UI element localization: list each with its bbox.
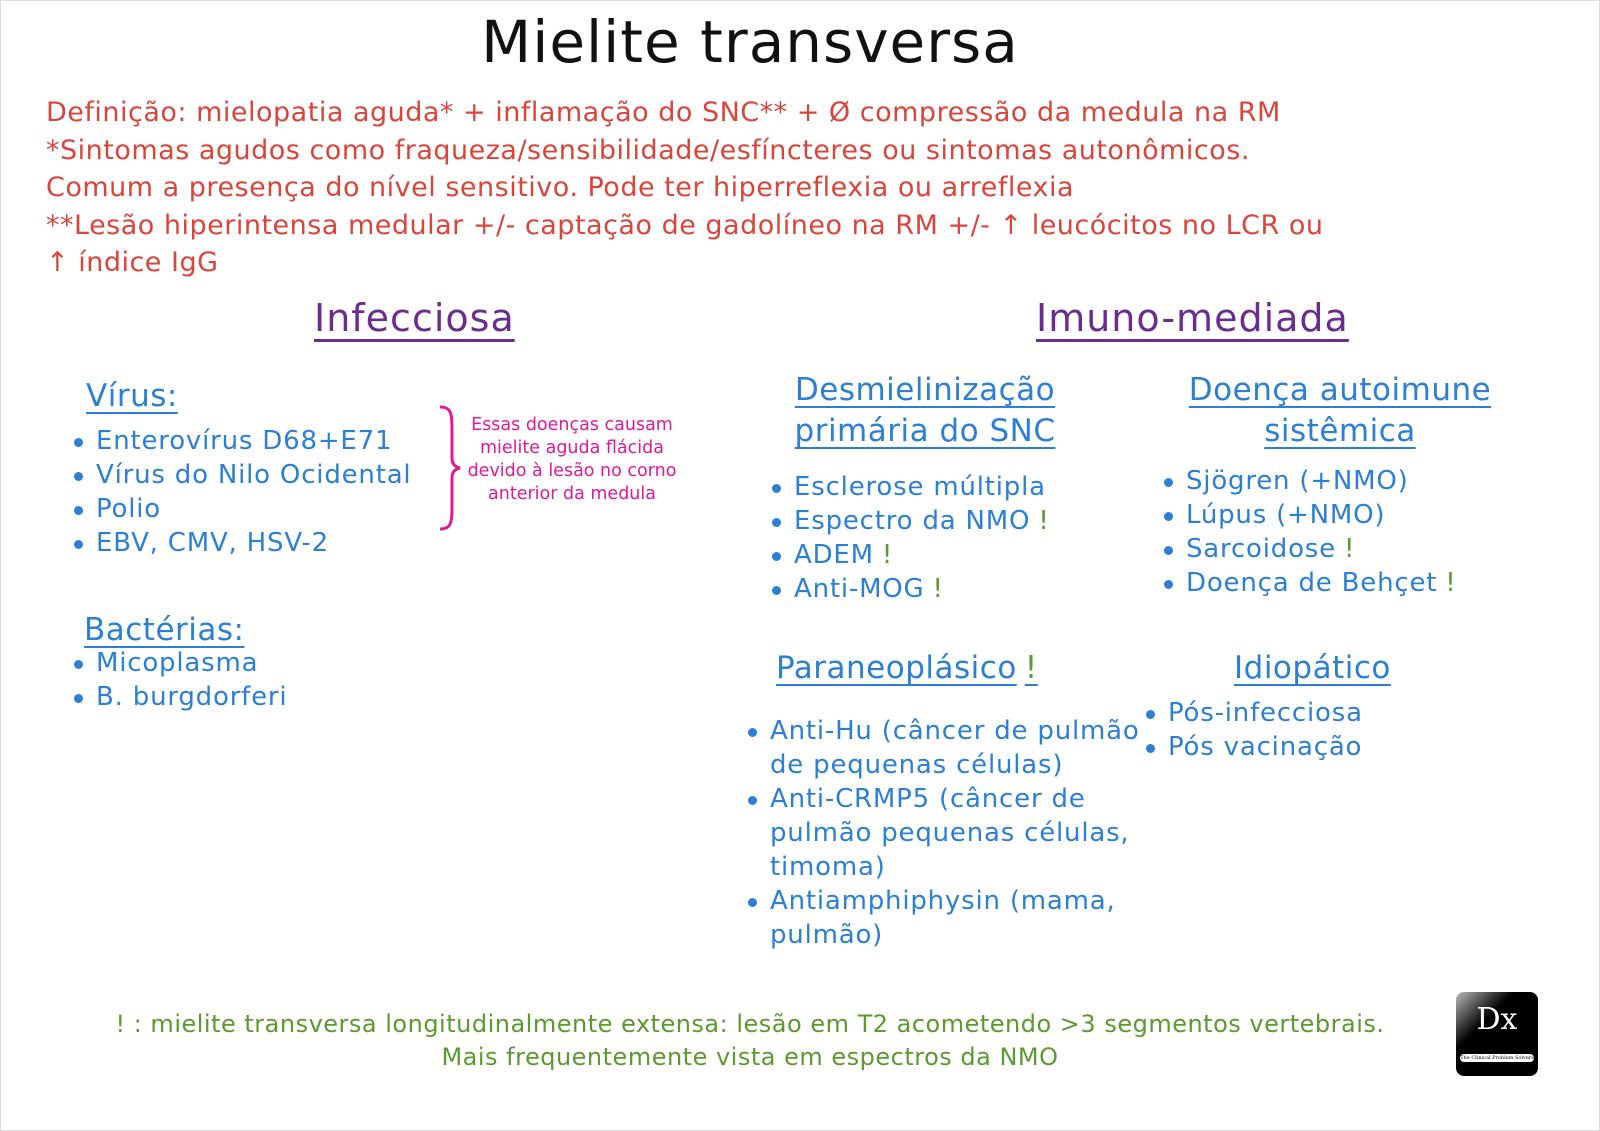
dx-logo: Dx The Clinical Problem Solvers [1456,992,1538,1076]
list-item: B. burgdorferi [72,680,287,714]
bacterias-list: Micoplasma B. burgdorferi [72,646,287,714]
item-text: Anti-MOG [794,574,925,604]
virus-heading: Vírus: [86,378,178,414]
page-title: Mielite transversa [481,8,1019,76]
item-text: Espectro da NMO [794,506,1031,536]
list-item: Vírus do Nilo Ocidental [72,458,411,492]
idiopatico-list: Pós-infecciosa Pós vacinação [1144,696,1363,764]
desmielinizacao-list: Esclerose múltipla Espectro da NMO! ADEM… [770,470,1054,606]
logo-tagline: The Clinical Problem Solvers [1460,1054,1534,1062]
idiopatico-heading: Idiopático [1234,650,1391,686]
list-item: Espectro da NMO! [770,504,1054,538]
item-text: ADEM [794,540,874,570]
logo-text: Dx [1476,1002,1518,1037]
heading-text: Paraneoplásico [776,650,1017,686]
flaccid-myelitis-note: Essas doenças causam mielite aguda fláci… [467,415,677,504]
list-item: Polio [72,492,411,526]
imuno-heading: Imuno-mediada [1036,296,1349,340]
list-item: Doença de Behçet! [1162,566,1457,600]
list-item: Pós vacinação [1144,730,1363,764]
paraneoplasico-heading: Paraneoplásico! [776,648,1038,689]
definition-line: *Sintomas agudos como fraqueza/sensibili… [46,134,1250,166]
infecciosa-heading: Infecciosa [314,296,515,340]
definition-line: **Lesão hiperintensa medular +/- captaçã… [46,209,1324,241]
item-text: Sarcoidose [1186,534,1336,564]
list-item: Anti-CRMP5 (câncer de pulmão pequenas cé… [746,782,1146,884]
item-text: Sjögren (+NMO) [1186,466,1409,496]
lete-flag: ! [1445,568,1457,598]
list-item: Antiamphiphysin (mama, pulmão) [746,884,1146,952]
virus-list: Enterovírus D68+E71 Vírus do Nilo Ociden… [72,424,411,560]
list-item: Anti-Hu (câncer de pulmão de pequenas cé… [746,714,1146,782]
lete-flag: ! [881,540,894,570]
heading-line: Desmielinização [794,372,1056,408]
item-text: Lúpus (+NMO) [1186,500,1386,530]
autoimune-heading: Doença autoimune sistêmica [1170,370,1510,452]
item-text: Doença de Behçet [1186,568,1438,598]
list-item: Sarcoidose! [1162,532,1457,566]
definition-line: Definição: mielopatia aguda* + inflamaçã… [46,97,1281,128]
bacterias-heading: Bactérias: [84,612,245,648]
item-text: Esclerose múltipla [794,472,1046,502]
list-item: Anti-MOG! [770,572,1054,606]
curly-brace-icon [439,405,461,531]
list-item: Sjögren (+NMO) [1162,464,1457,498]
list-item: Micoplasma [72,646,287,680]
lete-flag: ! [1343,534,1356,564]
definition-line: Comum a presença do nível sensitivo. Pod… [46,172,1075,203]
list-item: EBV, CMV, HSV-2 [72,526,411,560]
paraneoplasico-list: Anti-Hu (câncer de pulmão de pequenas cé… [746,714,1146,952]
list-item: ADEM! [770,538,1054,572]
list-item: Pós-infecciosa [1144,696,1363,730]
list-item: Enterovírus D68+E71 [72,424,411,458]
autoimune-list: Sjögren (+NMO) Lúpus (+NMO) Sarcoidose! … [1162,464,1457,600]
definition-line: ↑ índice IgG [46,247,219,278]
lete-flag: ! [1024,650,1038,686]
list-item: Esclerose múltipla [770,470,1054,504]
footer-note: ! : mielite transversa longitudinalmente… [115,1010,1385,1071]
heading-line: Doença autoimune [1188,372,1492,408]
lete-flag: ! [1038,506,1050,536]
heading-line: sistêmica [1264,413,1416,449]
definition-block: Definição: mielopatia aguda* + inflamaçã… [46,94,1323,282]
list-item: Lúpus (+NMO) [1162,498,1457,532]
desmielinizacao-heading: Desmielinização primária do SNC [770,370,1080,452]
heading-line: primária do SNC [794,413,1056,449]
lete-flag: ! [932,574,944,604]
